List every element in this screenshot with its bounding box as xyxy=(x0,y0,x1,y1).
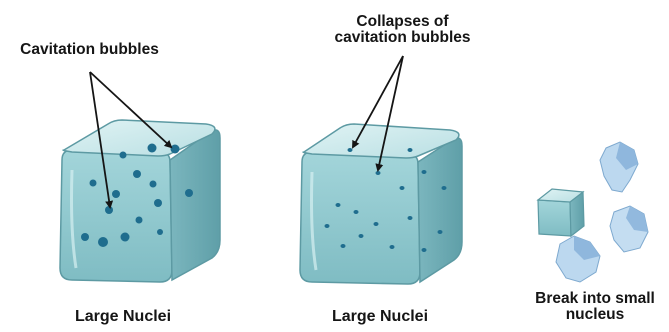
cavitation-bubbles-label: Cavitation bubbles xyxy=(2,42,177,58)
collapses-label: Collapses of cavitation bubbles xyxy=(300,14,505,47)
bubble xyxy=(121,233,130,242)
ice-cube-large-2 xyxy=(300,124,462,284)
bubble xyxy=(171,145,180,154)
bubble xyxy=(374,222,379,226)
cube2-side-face xyxy=(418,138,462,282)
bubble xyxy=(422,170,427,174)
bubble xyxy=(148,144,157,153)
bubble xyxy=(185,189,193,197)
break-label-line2: nucleus xyxy=(520,307,669,323)
bubble xyxy=(376,171,381,175)
cube1-front-face xyxy=(60,150,172,282)
bubble xyxy=(408,148,413,152)
break-into-small-label: Break into small nucleus xyxy=(520,291,669,324)
bubble xyxy=(136,217,143,224)
break-label-line1: Break into small xyxy=(520,291,669,307)
bubble xyxy=(90,180,97,187)
bubble xyxy=(98,237,108,247)
large-nuclei-label-1: Large Nuclei xyxy=(48,309,198,326)
small-cube-front xyxy=(538,200,571,236)
bubble xyxy=(359,234,364,238)
ice-cube-large-1 xyxy=(60,120,220,282)
bubble xyxy=(81,233,89,241)
bubble xyxy=(105,206,113,214)
collapses-label-line1: Collapses of xyxy=(300,14,505,30)
bubble xyxy=(336,203,341,207)
bubble xyxy=(390,245,395,249)
large-nuclei-label-2: Large Nuclei xyxy=(305,309,455,326)
bubble xyxy=(112,190,120,198)
cube2-front-face xyxy=(300,152,420,284)
bubble xyxy=(154,199,162,207)
bubble xyxy=(422,248,427,252)
bubble xyxy=(120,152,127,159)
bubble xyxy=(133,170,141,178)
bubble xyxy=(442,186,447,190)
bubble xyxy=(438,230,443,234)
collapses-label-line2: cavitation bubbles xyxy=(300,30,505,46)
bubble xyxy=(354,210,359,214)
bubble xyxy=(150,181,157,188)
bubble xyxy=(408,216,413,220)
bubble xyxy=(157,229,163,235)
bubble xyxy=(341,244,346,248)
bubble xyxy=(325,224,330,228)
bubble xyxy=(400,186,405,190)
bubble xyxy=(348,148,353,152)
small-ice-cube xyxy=(538,189,584,236)
